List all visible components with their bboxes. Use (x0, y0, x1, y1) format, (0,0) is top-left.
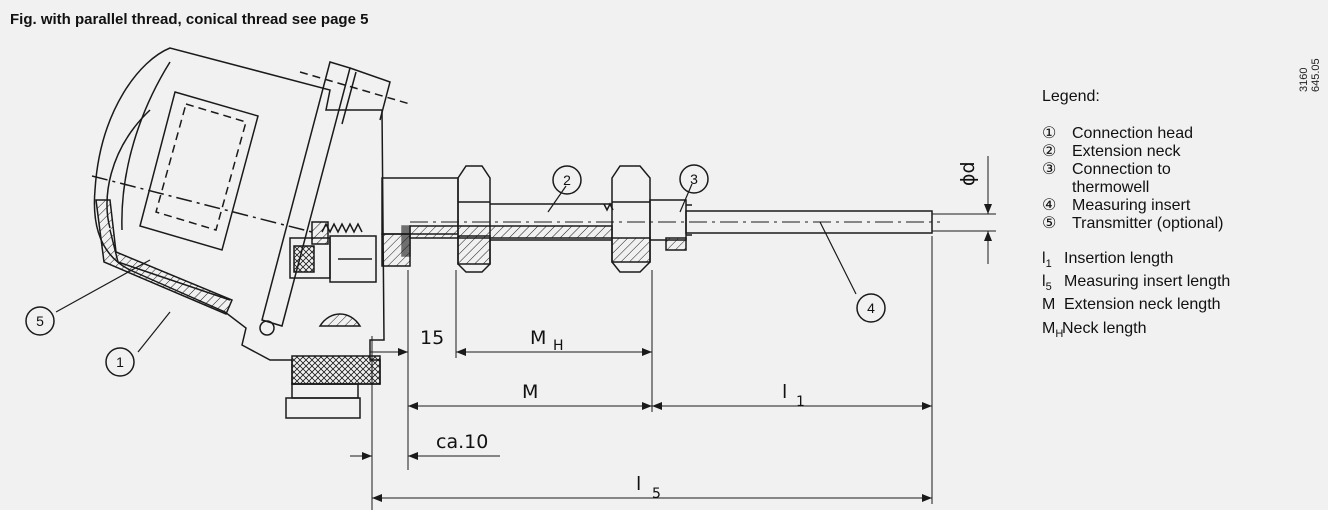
legend-dim-sym-l5: l (1042, 273, 1046, 291)
dim-mh-label: M (530, 327, 546, 349)
legend-dim-sym-m: M (1042, 296, 1056, 314)
callout-5-label: 5 (36, 313, 44, 329)
extension-lines (371, 156, 989, 510)
legend-dim-text-m: Extension neck length (1064, 296, 1221, 314)
legend-dim-text-l5: Measuring insert length (1064, 273, 1231, 291)
legend-dim-sub-l1: 1 (1045, 258, 1052, 271)
document-reference: 3160 645.05 (1298, 58, 1322, 92)
callout-5-circle (25, 306, 55, 336)
legend-item-1: ① Connection head (1042, 125, 1242, 143)
callout-3-circle (679, 164, 709, 194)
legend-text-2: Extension neck (1072, 143, 1181, 160)
callout-3-label: 3 (690, 171, 698, 187)
legend-key-5: ⑤ (1042, 215, 1057, 232)
dim-15-label: 15 (420, 327, 444, 349)
legend-text-5: Transmitter (optional) (1072, 215, 1224, 232)
legend-item-5: ⑤ Transmitter (optional) (1042, 215, 1242, 233)
legend-title: Legend: (1042, 88, 1100, 105)
dim-m-label: M (522, 381, 538, 403)
legend-dim-sub-mh: H (1055, 327, 1064, 340)
legend-text-4: Measuring insert (1072, 197, 1191, 214)
dim-phi-d-label: ϕd (957, 161, 979, 186)
extension-neck (381, 165, 940, 273)
callout-4-circle (856, 293, 886, 323)
dim-l1-label: l (782, 381, 787, 403)
connection-head (91, 47, 411, 419)
legend-text-3: Connection to thermowell (1072, 161, 1171, 196)
legend-dim-sym-l1: l (1042, 250, 1046, 267)
figure-caption: Fig. with parallel thread, conical threa… (10, 11, 369, 28)
dimension-lines (350, 186, 992, 502)
legend-dim-text-l1: Insertion length (1064, 250, 1174, 267)
legend-item-4: ④ Measuring insert (1042, 197, 1242, 215)
callout-2-label: 2 (563, 172, 571, 188)
dim-ca10-label: ca.10 (436, 431, 488, 453)
legend-dim-l5: l5 Measuring insert length (1042, 273, 1242, 296)
technical-drawing: 1 2 3 4 5 (25, 47, 996, 510)
legend-key-3: ③ (1042, 161, 1057, 178)
legend-item-3: ③ Connection to thermowell (1042, 161, 1242, 197)
legend: Legend: ① Connection head ② Extension ne… (1042, 88, 1242, 343)
callout-2-circle (552, 165, 582, 195)
callout-1-label: 1 (116, 354, 124, 370)
callout-4-label: 4 (867, 300, 875, 316)
legend-key-1: ① (1042, 125, 1057, 142)
figure-frame: Fig. with parallel thread, conical threa… (0, 0, 1328, 510)
legend-dim-sym-mh: M (1042, 319, 1056, 337)
dim-l1-sub: 1 (796, 394, 805, 410)
legend-dim-l1: l1 Insertion length (1042, 250, 1242, 273)
legend-item-2: ② Extension neck (1042, 143, 1242, 161)
legend-dim-sub-l5: 5 (1045, 281, 1052, 294)
legend-text-1: Connection head (1072, 125, 1193, 142)
dim-l5-sub: 5 (652, 486, 661, 502)
legend-key-2: ② (1042, 143, 1057, 160)
legend-dim-m: M Extension neck length (1042, 296, 1242, 319)
callout-1-circle (105, 347, 135, 377)
legend-dim-text-mh: Neck length (1062, 319, 1147, 337)
callout-leaders (55, 183, 857, 353)
legend-dim-mh: MH Neck length (1042, 320, 1242, 343)
legend-key-4: ④ (1042, 197, 1057, 214)
dim-l5-label: l (636, 473, 641, 495)
dim-mh-sub: H (553, 338, 564, 354)
